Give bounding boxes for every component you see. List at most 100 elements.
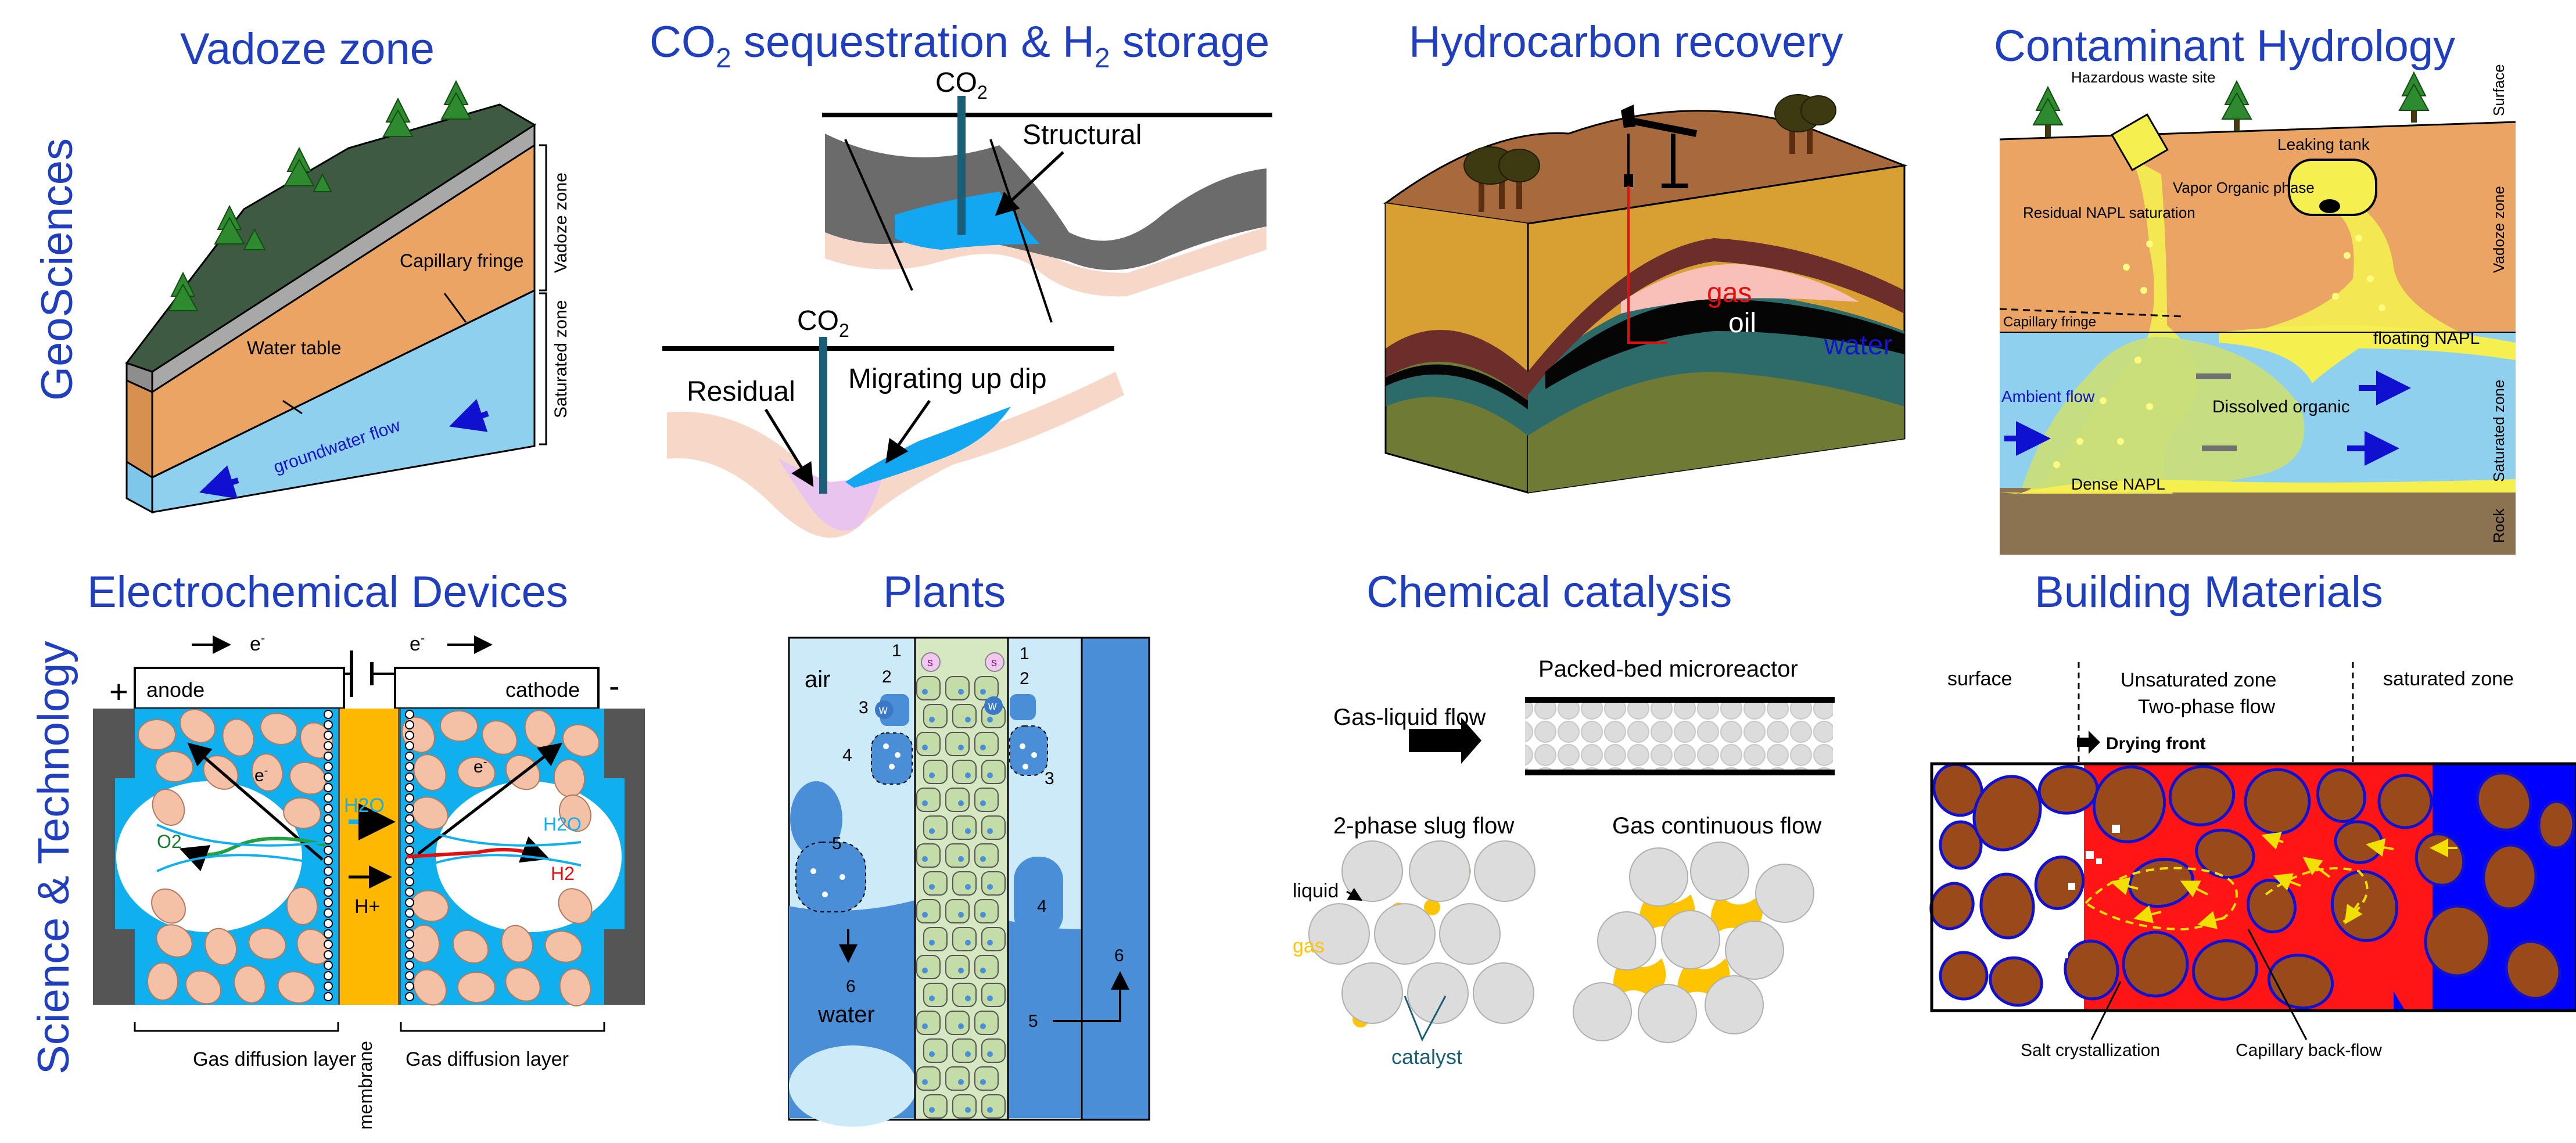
label-residual: Residual xyxy=(687,376,795,407)
label-ambient-flow: Ambient flow xyxy=(2001,387,2095,405)
label-oil: oil xyxy=(1728,308,1756,339)
cathode-label-box xyxy=(394,667,600,710)
panel-title-hydrocarbon: Hydrocarbon recovery xyxy=(1409,17,1843,67)
label-plant-s-left: s xyxy=(927,656,933,669)
catalyst-dot xyxy=(405,867,414,876)
bracket-gdl-right xyxy=(400,1022,605,1032)
label-gas-liquid-flow: Gas-liquid flow xyxy=(1333,705,1486,730)
bracket-gdl-left xyxy=(134,1022,339,1032)
pointer-residual xyxy=(764,408,814,487)
vadoze-water-table-line xyxy=(152,289,535,479)
catalyst-dot xyxy=(405,846,414,855)
label-gdl-right: Gas diffusion layer xyxy=(406,1048,569,1070)
catalyst-dot xyxy=(405,783,414,792)
grain xyxy=(2247,878,2297,934)
panel-hydrocarbon: Hydrocarbon recovery xyxy=(1383,17,1908,494)
panel-title-plants: Plants xyxy=(883,567,1006,617)
cell-nucleus xyxy=(922,968,928,973)
label-bm-two-phase: Two-phase flow xyxy=(2138,696,2276,718)
label-plant-w-left: w xyxy=(878,704,888,717)
label-h2o-anode-low: H2O xyxy=(152,871,191,892)
cell xyxy=(945,899,970,923)
particle xyxy=(501,925,533,963)
hc-green-base xyxy=(1528,372,1904,493)
catalyst-dot xyxy=(324,856,333,865)
label-backflow: Capillary back-flow xyxy=(2236,1041,2382,1060)
hc-front-arch xyxy=(1386,330,1528,401)
cell xyxy=(974,955,999,979)
bm-salt-crystals xyxy=(2057,825,2120,958)
grain xyxy=(2191,939,2259,1001)
grain xyxy=(1979,872,2035,940)
panel-building: Building Materials surface Unsaturated z… xyxy=(1929,567,2576,1060)
catalyst-dot xyxy=(405,887,414,897)
cell xyxy=(923,760,948,784)
label-ch-saturated: Saturated zone xyxy=(2490,380,2507,482)
grain xyxy=(2377,774,2433,829)
drying-front-arrow xyxy=(2077,731,2100,754)
grain xyxy=(2414,832,2466,887)
label-plant-water: water xyxy=(817,1002,875,1027)
label-h2o-right-channel: H2O xyxy=(597,839,619,880)
label-leaking-tank: Leaking tank xyxy=(2277,135,2370,153)
catalyst-dot xyxy=(324,772,333,782)
cell-nucleus xyxy=(958,689,964,695)
hc-oil-layer xyxy=(1545,299,1904,389)
grain xyxy=(2037,765,2099,815)
catalyst-dot xyxy=(405,752,414,761)
cell-nucleus xyxy=(965,940,971,946)
cell xyxy=(974,676,999,700)
cell xyxy=(981,1094,1006,1119)
catalyst-dot xyxy=(324,741,333,750)
particle xyxy=(505,967,541,1002)
bm-yellow-arrows xyxy=(2110,832,2457,929)
cell xyxy=(952,815,977,840)
cell xyxy=(916,899,941,923)
label-residual-napl: Residual NAPL saturation xyxy=(2023,204,2195,221)
vadoze-soil-side xyxy=(125,379,153,479)
catalyst-dot xyxy=(405,741,414,750)
catalyst-dot xyxy=(324,793,333,803)
cell xyxy=(923,871,948,896)
ch-floating-napl xyxy=(2219,325,2516,383)
cell xyxy=(916,843,941,868)
cell-nucleus xyxy=(922,912,928,918)
label-plant-3-right: 3 xyxy=(1045,769,1054,788)
cell xyxy=(945,732,970,756)
ch-dissolved-plume xyxy=(2022,337,2305,494)
cell-nucleus xyxy=(980,1079,986,1085)
cell xyxy=(952,983,977,1007)
catalyst-dot xyxy=(324,950,333,959)
label-plant-4-left: 4 xyxy=(842,746,852,765)
cell-nucleus xyxy=(958,856,964,862)
cell-nucleus xyxy=(980,968,986,973)
cell xyxy=(974,1011,999,1035)
particle xyxy=(558,888,593,924)
catalyst-dot xyxy=(405,961,414,970)
catalyst-dot xyxy=(324,814,333,824)
cell-nucleus xyxy=(965,884,971,890)
catalyst-dot xyxy=(324,971,333,980)
cell xyxy=(981,760,1006,784)
label-hazardous-site: Hazardous waste site xyxy=(2071,69,2216,86)
hc-gas-cap xyxy=(1621,264,1859,314)
cell xyxy=(916,955,941,979)
cell-nucleus xyxy=(922,689,928,695)
catalyst-dot xyxy=(324,961,333,970)
label-plant-1-right: 1 xyxy=(1020,644,1029,663)
grain xyxy=(1989,956,2043,1007)
plant-w-left xyxy=(875,700,894,719)
particle xyxy=(411,796,449,830)
cell-nucleus xyxy=(922,745,928,750)
panel-vadoze-zone: Vadoze zone Capillary fringe Water table xyxy=(125,24,571,514)
panel-contaminant: Contaminant Hydrology xyxy=(1994,21,2516,555)
pointer-migrating xyxy=(885,400,931,464)
cell xyxy=(916,1066,941,1091)
label-drying-front: Drying front xyxy=(2106,734,2206,753)
cell-nucleus xyxy=(965,828,971,834)
label-plant-3-left: 3 xyxy=(859,698,869,717)
panel-title-electro: Electrochemical Devices xyxy=(87,567,568,617)
particle xyxy=(544,930,583,963)
label-water-table: Water table xyxy=(247,337,341,358)
